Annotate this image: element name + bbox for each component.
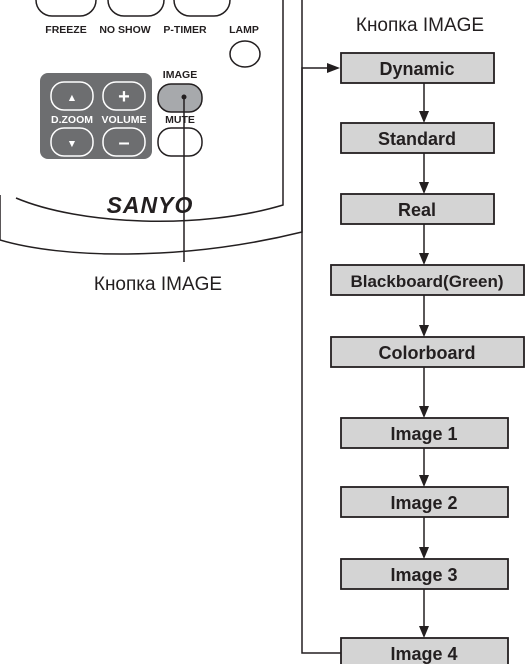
flow-arrow [419,589,429,638]
no-show-label: NO SHOW [99,24,150,36]
down-arrow-icon: ▼ [67,138,77,150]
mode-label: Blackboard(Green) [350,272,503,291]
mode-label: Colorboard [379,343,476,363]
remote-inner-outline [15,0,284,222]
mode-label: Image 3 [390,565,457,585]
volume-plus-button[interactable] [102,81,146,111]
mode-box-real: Real [340,193,495,225]
flow-arrow [419,517,429,559]
mode-label: Image 4 [390,644,457,664]
flow-arrow [419,367,429,418]
volume-minus-button[interactable] [102,127,146,157]
flow-arrow [419,448,429,487]
lamp-label: LAMP [229,24,259,36]
d-zoom-down-button[interactable] [50,127,94,157]
d-zoom-up-button[interactable] [50,81,94,111]
mode-label: Image 1 [390,424,457,444]
freeze-button[interactable] [35,0,97,17]
image-label: IMAGE [163,69,197,81]
mode-box-blackboard: Blackboard(Green) [330,264,525,296]
volume-label: VOLUME [102,114,147,126]
flow-arrow [419,224,429,265]
mode-box-colorboard: Colorboard [330,336,525,368]
callout-dot [181,94,187,100]
mode-label: Real [398,200,436,220]
return-loop-arrowhead [327,63,340,73]
plus-icon: + [118,86,130,108]
p-timer-button[interactable] [173,0,231,17]
mode-box-standard: Standard [340,122,495,154]
lamp-button[interactable] [229,40,261,68]
up-arrow-icon: ▲ [67,92,77,104]
mute-label: MUTE [165,114,195,126]
d-zoom-label: D.ZOOM [51,114,93,126]
p-timer-label: P-TIMER [163,24,207,36]
flow-arrow [419,83,429,123]
mode-label: Dynamic [379,59,454,79]
sanyo-logo: SANYO [107,192,194,218]
minus-icon: – [118,132,129,154]
mode-label: Image 2 [390,493,457,513]
flow-arrow [419,153,429,194]
mode-box-dynamic: Dynamic [340,52,495,84]
remote-body-outline [0,0,303,255]
flow-arrow [419,295,429,337]
image-button[interactable] [157,83,203,113]
no-show-button[interactable] [107,0,165,17]
flow-title: Кнопка IMAGE [356,15,484,36]
mode-label: Standard [378,129,456,149]
mode-box-image-4: Image 4 [340,637,509,664]
mute-button[interactable] [157,127,203,157]
mode-box-image-2: Image 2 [340,486,509,518]
return-loop-line [301,67,342,654]
mode-box-image-3: Image 3 [340,558,509,590]
freeze-label: FREEZE [45,24,86,36]
image-button-callout: Кнопка IMAGE [94,274,222,295]
mode-box-image-1: Image 1 [340,417,509,449]
